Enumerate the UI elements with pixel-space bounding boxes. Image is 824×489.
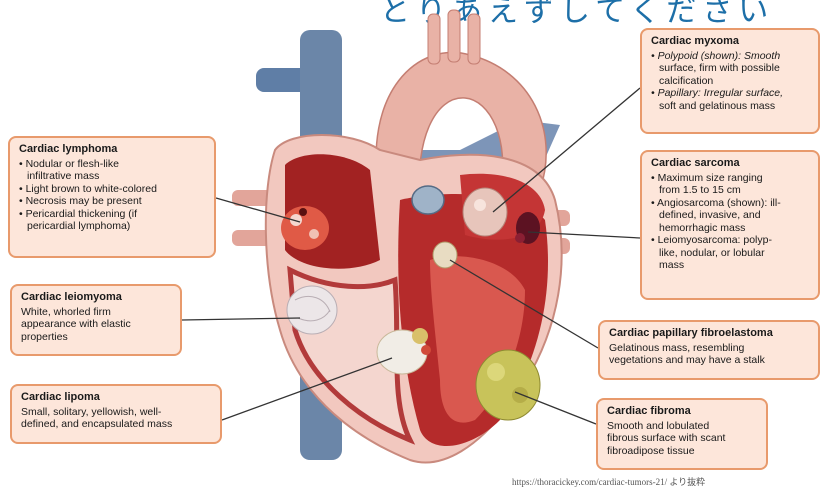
fibroelastoma-mass: [433, 242, 457, 268]
callout-line: mass: [651, 259, 810, 272]
callout-title: Cardiac myxoma: [651, 35, 810, 48]
valve: [412, 186, 444, 214]
callout-title: Cardiac papillary fibroelastoma: [609, 327, 810, 340]
callout-line: surface, firm with possible: [651, 62, 810, 75]
callout-sarcoma: Cardiac sarcoma • Maximum size ranging f…: [640, 150, 820, 300]
callout-line: defined, invasive, and: [651, 209, 810, 222]
callout-line: calcification: [651, 75, 810, 88]
callout-line: fibroadipose tissue: [607, 445, 758, 458]
callout-line: from 1.5 to 15 cm: [651, 184, 810, 197]
callout-lipoma: Cardiac lipoma Small, solitary, yellowis…: [10, 384, 222, 444]
callout-line: hemorrhagic mass: [651, 222, 810, 235]
lymphoma-mass: [281, 206, 329, 250]
callout-title: Cardiac sarcoma: [651, 157, 810, 170]
callout-line: • Light brown to white-colored: [19, 183, 206, 196]
callout-line: appearance with elastic: [21, 318, 172, 331]
callout-line: • Polypoid (shown): Smooth: [651, 50, 810, 63]
callout-line: soft and gelatinous mass: [651, 100, 810, 113]
source-credit: https://thoracickey.com/cardiac-tumors-2…: [512, 475, 705, 488]
leiomyoma-mass: [287, 286, 337, 334]
callout-line: • Leiomyosarcoma: polyp-: [651, 234, 810, 247]
callout-line: • Nodular or flesh-like: [19, 158, 206, 171]
callout-line: fibrous surface with scant: [607, 432, 758, 445]
callout-line: • Maximum size ranging: [651, 172, 810, 185]
callout-title: Cardiac lipoma: [21, 391, 212, 404]
callout-line: • Angiosarcoma (shown): ill-: [651, 197, 810, 210]
callout-line: • Necrosis may be present: [19, 195, 206, 208]
callout-line: like, nodular, or lobular: [651, 247, 810, 260]
callout-line: Gelatinous mass, resembling: [609, 342, 810, 355]
callout-line: vegetations and may have a stalk: [609, 354, 810, 367]
callout-lymphoma: Cardiac lymphoma • Nodular or flesh-like…: [8, 136, 216, 258]
callout-line: • Pericardial thickening (if: [19, 208, 206, 221]
callout-line: Small, solitary, yellowish, well-: [21, 406, 212, 419]
callout-line: properties: [21, 331, 172, 344]
callout-fibroma: Cardiac fibroma Smooth and lobulated fib…: [596, 398, 768, 470]
callout-fibroelastoma: Cardiac papillary fibroelastoma Gelatino…: [598, 320, 820, 380]
callout-line: • Papillary: Irregular surface,: [651, 87, 810, 100]
callout-title: Cardiac leiomyoma: [21, 291, 172, 304]
myxoma-mass: [463, 188, 507, 236]
callout-line: White, whorled firm: [21, 306, 172, 319]
callout-title: Cardiac lymphoma: [19, 143, 206, 156]
fibroma-mass: [476, 350, 540, 420]
callout-line: infiltrative mass: [19, 170, 206, 183]
callout-line: defined, and encapsulated mass: [21, 418, 212, 431]
callout-line: Smooth and lobulated: [607, 420, 758, 433]
callout-myxoma: Cardiac myxoma • Polypoid (shown): Smoot…: [640, 28, 820, 134]
callout-title: Cardiac fibroma: [607, 405, 758, 418]
callout-leiomyoma: Cardiac leiomyoma White, whorled firm ap…: [10, 284, 182, 356]
callout-line: pericardial lymphoma): [19, 220, 206, 233]
